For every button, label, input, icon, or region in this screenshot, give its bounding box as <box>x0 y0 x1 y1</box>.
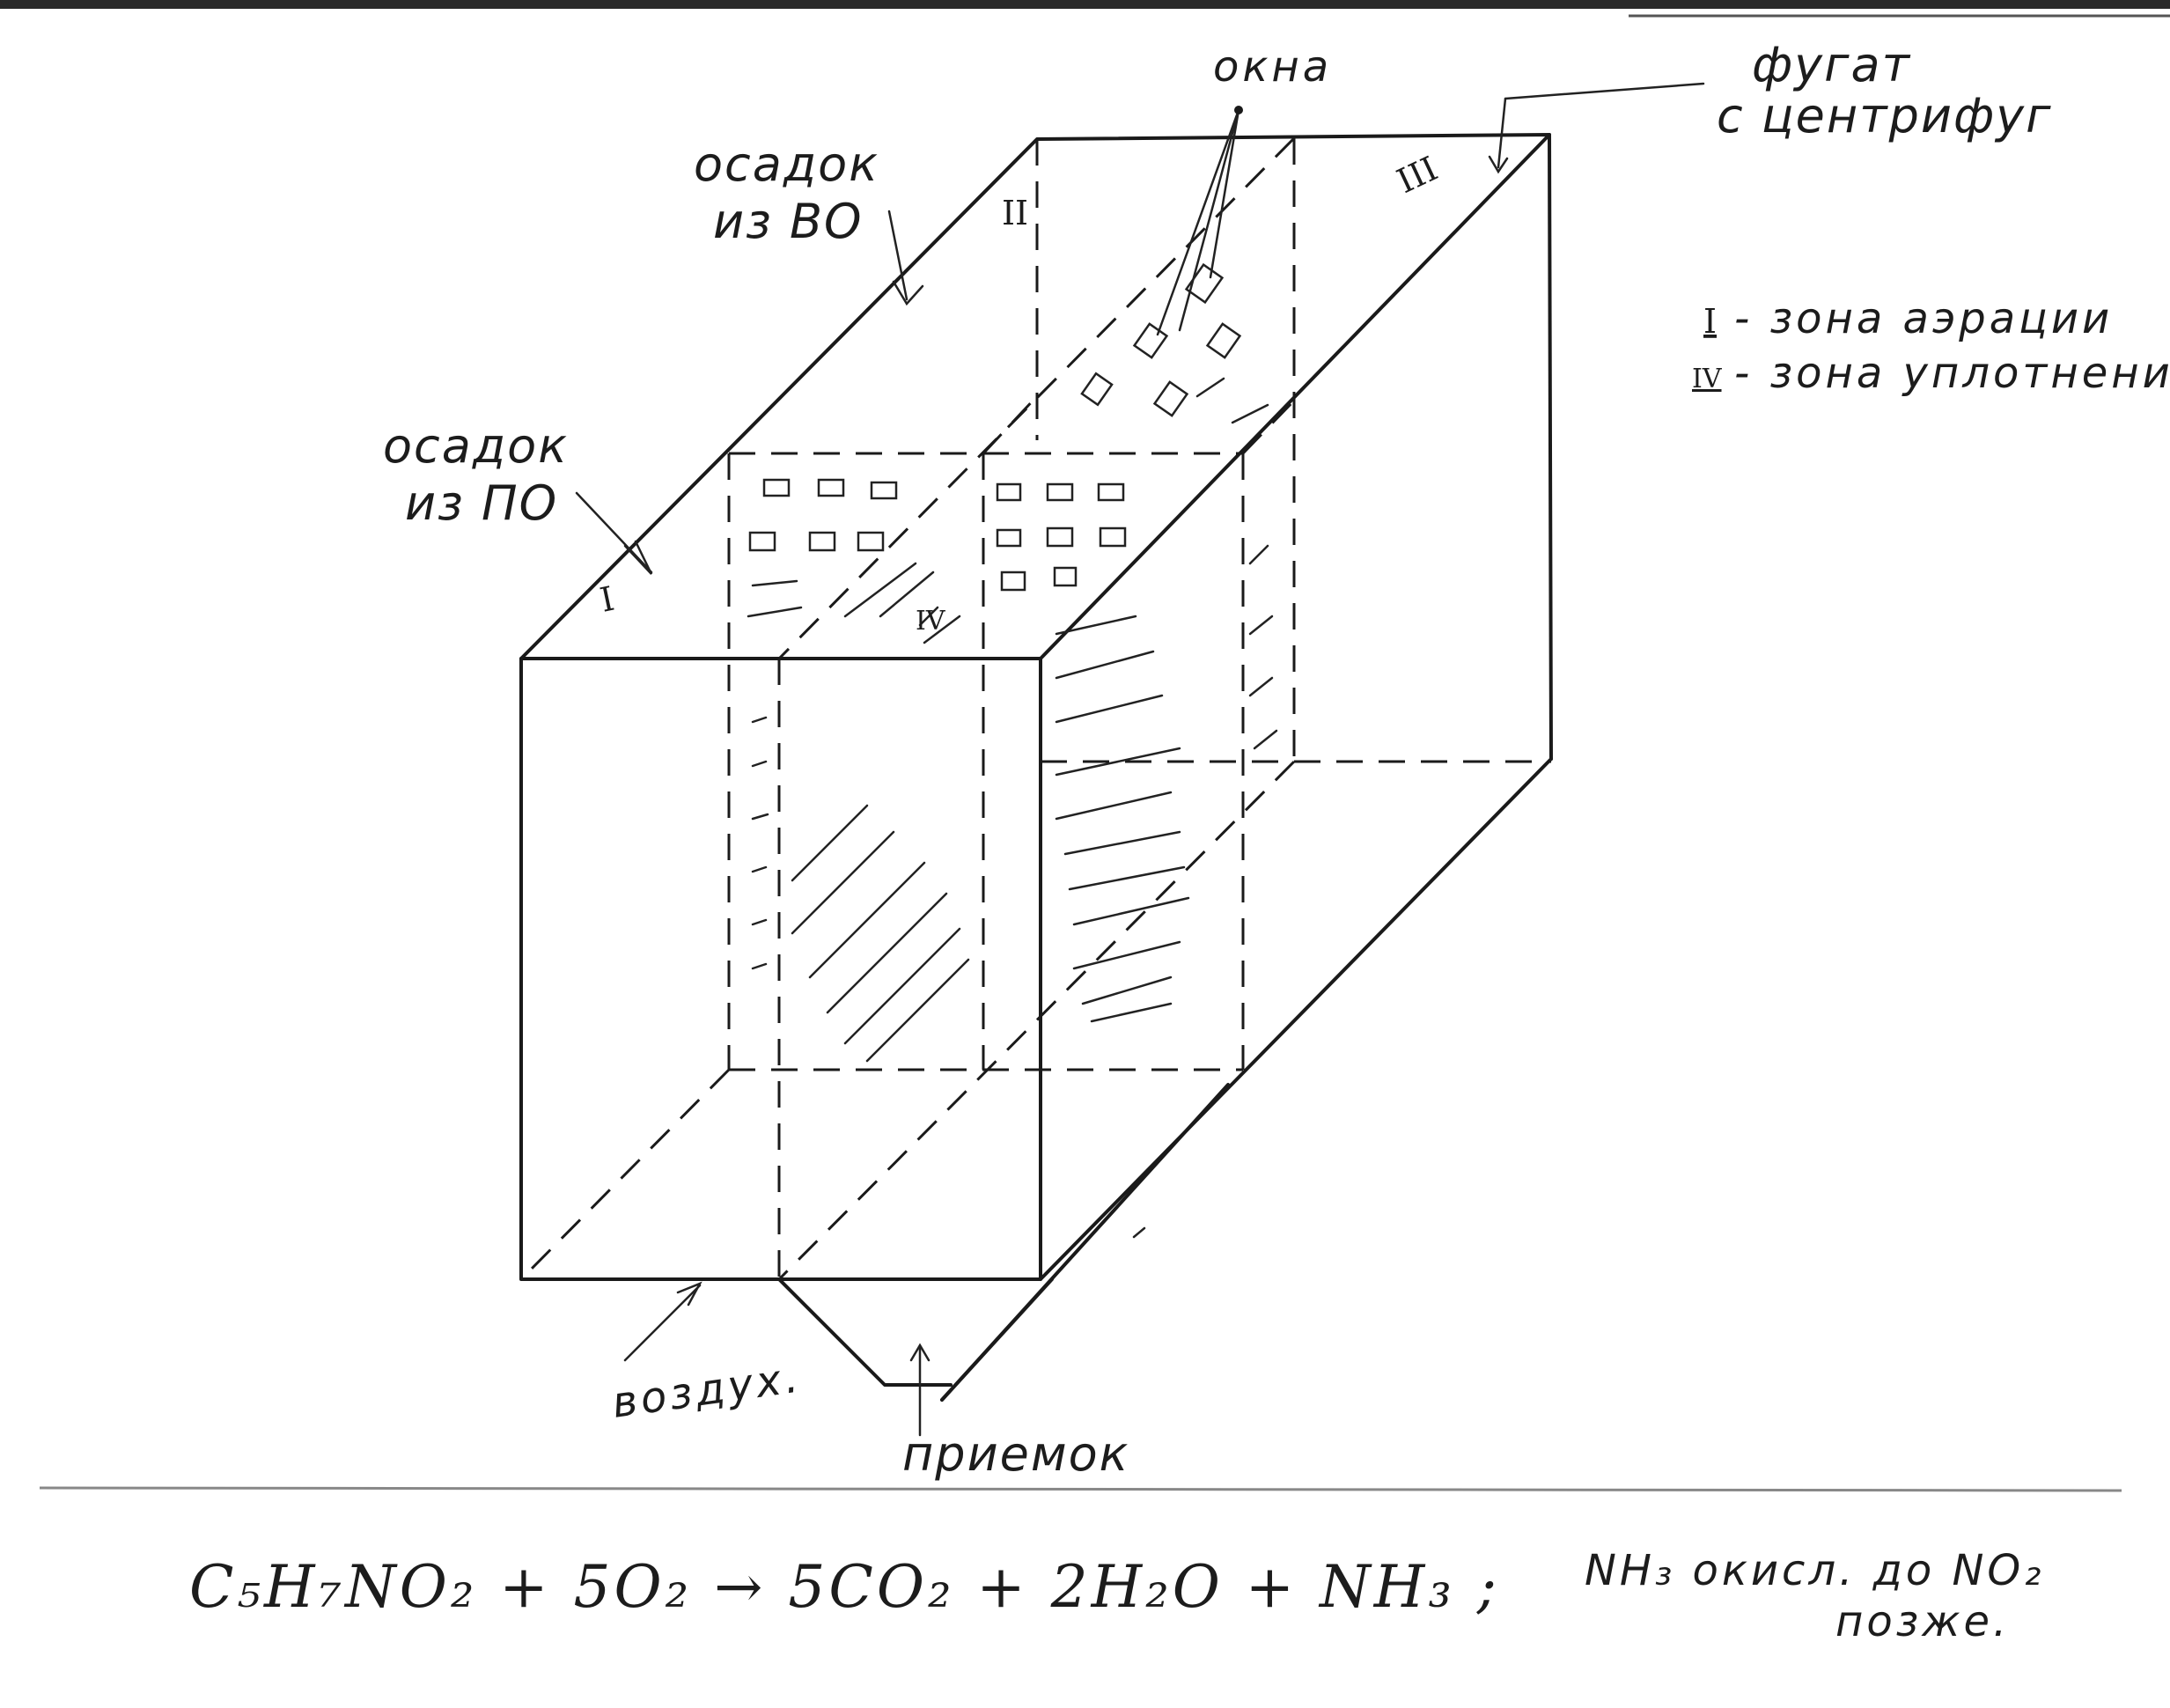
page-rule <box>39 1486 2122 1492</box>
box-outline <box>519 133 1553 1281</box>
legend-text-2: - зона уплотнения <box>1734 349 2170 398</box>
leader-lines <box>575 82 1705 1437</box>
label-centrate-2: с центрифуг <box>1717 88 2052 144</box>
hatching-zone-4 <box>747 377 1278 1063</box>
sump-shape <box>777 1083 1230 1402</box>
legend-mark-1: I <box>1703 302 1717 341</box>
aeration-windows <box>748 262 1242 592</box>
reaction-formula: C₅H₇NO₂ + 5O₂ → 5CO₂ + 2H₂O + NH₃ ; <box>189 1553 1500 1621</box>
box-hidden-edges <box>519 136 1551 1281</box>
top-scan-edge <box>0 0 2170 9</box>
formula-note-1: NH₃ окисл. до NO₂ <box>1585 1546 2044 1595</box>
label-sludge-primary-1: осадок <box>383 418 569 474</box>
label-sump: приемок <box>902 1426 1129 1482</box>
label-centrate-1: фугат <box>1752 37 1911 92</box>
zone-legend: I - зона аэрации IV - зона уплотнения <box>1692 294 2170 398</box>
label-air: воздух. <box>609 1352 805 1428</box>
zone-mark-4: IV <box>916 606 946 637</box>
label-windows: окна <box>1213 42 1332 92</box>
label-sludge-secondary-2: из ВО <box>713 194 864 249</box>
zone-mark-3: III <box>1391 149 1443 201</box>
label-sludge-primary-2: из ПО <box>405 475 558 531</box>
zone-mark-2: II <box>1002 194 1028 232</box>
legend-text-1: - зона аэрации <box>1734 294 2113 343</box>
zone-mark-1: I <box>597 579 618 620</box>
label-sludge-secondary-1: осадок <box>694 136 879 192</box>
formula-note-2: позже. <box>1835 1597 2010 1646</box>
legend-mark-2: IV <box>1692 364 1723 394</box>
